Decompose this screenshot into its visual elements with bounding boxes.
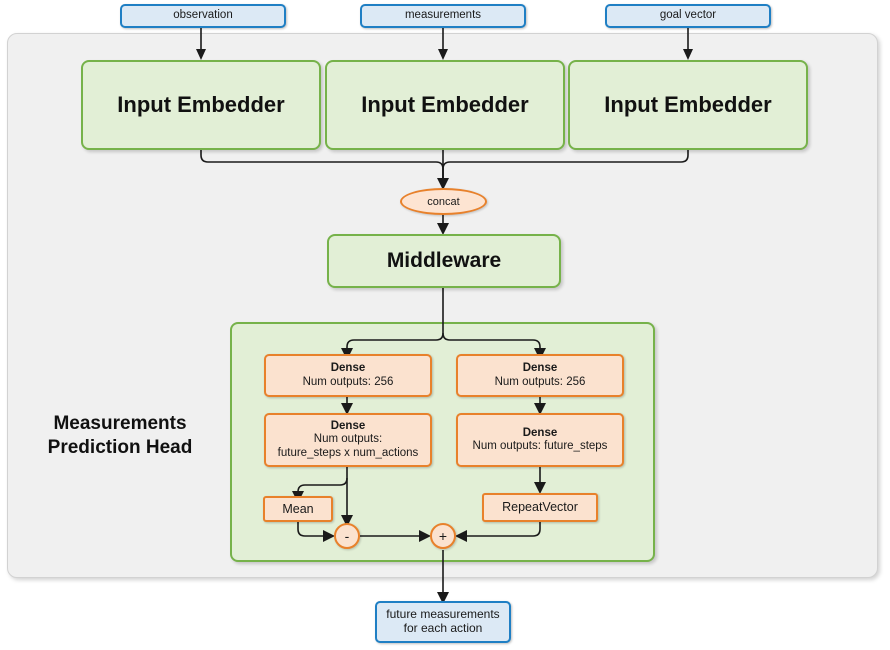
dense-left-2[interactable]: Dense Num outputs: future_steps x num_ac… (264, 413, 432, 467)
repeat-vector-label: RepeatVector (502, 500, 578, 515)
input-embedder-label-1: Input Embedder (117, 92, 285, 118)
dense-right-1[interactable]: Dense Num outputs: 256 (456, 354, 624, 397)
head-label-line-1: Measurements (53, 413, 187, 434)
input-embedder-label-3: Input Embedder (604, 92, 772, 118)
input-embedder-label-2: Input Embedder (361, 92, 529, 118)
dense-left-1-title: Dense (330, 362, 366, 375)
dense-right-2[interactable]: Dense Num outputs: future_steps (456, 413, 624, 467)
dense-right-1-outputs: Num outputs: 256 (494, 375, 586, 388)
input-box-goal-vector[interactable]: goal vector (605, 4, 771, 28)
input-embedder-measurements[interactable]: Input Embedder (325, 60, 565, 150)
middleware-label: Middleware (386, 248, 502, 272)
dense-right-2-title: Dense (522, 426, 558, 439)
dense-left-2-outputs-line1: Num outputs: (313, 433, 383, 446)
add-symbol: + (438, 528, 448, 544)
input-label-measurements: measurements (404, 9, 482, 22)
subtract-operator[interactable]: - (334, 523, 360, 549)
dense-left-2-outputs-line2: future_steps x num_actions (277, 446, 419, 459)
input-label-observation: observation (173, 9, 233, 22)
dense-left-1[interactable]: Dense Num outputs: 256 (264, 354, 432, 397)
head-label-line-2: Prediction Head (47, 436, 193, 458)
dense-left-1-outputs: Num outputs: 256 (302, 375, 394, 388)
concat-label: concat (427, 195, 460, 208)
dense-right-1-title: Dense (522, 362, 558, 375)
output-label-line-1: future measurements (386, 607, 500, 622)
dense-left-2-title: Dense (330, 420, 366, 433)
input-label-goal-vector: goal vector (659, 9, 717, 22)
input-box-observation[interactable]: observation (120, 4, 286, 28)
output-label-line-2: for each action (403, 621, 483, 635)
subtract-symbol: - (344, 528, 350, 544)
measurements-prediction-head-label: Measurements Prediction Head (20, 412, 220, 460)
repeat-vector-node[interactable]: RepeatVector (482, 493, 598, 522)
dense-right-2-outputs: Num outputs: future_steps (472, 440, 608, 452)
middleware-block[interactable]: Middleware (327, 234, 561, 288)
output-box-future-measurements[interactable]: future measurements for each action (375, 601, 511, 643)
input-embedder-goal-vector[interactable]: Input Embedder (568, 60, 808, 150)
input-embedder-observation[interactable]: Input Embedder (81, 60, 321, 150)
mean-label: Mean (282, 501, 314, 516)
mean-node[interactable]: Mean (263, 496, 333, 522)
add-operator[interactable]: + (430, 523, 456, 549)
input-box-measurements[interactable]: measurements (360, 4, 526, 28)
concat-node[interactable]: concat (400, 188, 487, 215)
